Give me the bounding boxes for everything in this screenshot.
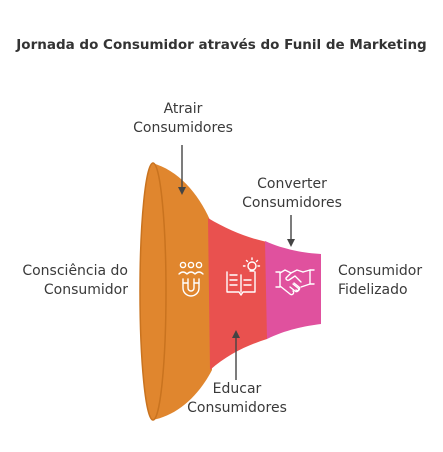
funnel-mouth bbox=[140, 163, 166, 420]
label-line: Consumidores bbox=[242, 195, 342, 211]
label-line: Consumidor bbox=[338, 263, 423, 279]
label-line: Consumidor bbox=[43, 282, 128, 298]
funnel-mouth-rim bbox=[139, 162, 167, 421]
label-line: Educar bbox=[212, 381, 262, 397]
label-line: Consumidores bbox=[187, 400, 287, 416]
label-line: Consumidores bbox=[133, 120, 233, 136]
label-line: Consciência do bbox=[22, 263, 128, 279]
magnet-people-icon bbox=[178, 261, 204, 297]
label-consciencia-consumidor: Consciência do Consumidor bbox=[14, 262, 128, 300]
handshake-icon bbox=[275, 269, 315, 296]
book-idea-icon bbox=[226, 257, 261, 296]
label-converter-consumidores: Converter Consumidores bbox=[232, 175, 352, 213]
label-line: Converter bbox=[257, 176, 327, 192]
label-line: Fidelizado bbox=[338, 282, 408, 298]
label-atrair-consumidores: Atrair Consumidores bbox=[118, 100, 248, 138]
funnel-segment-awareness bbox=[152, 163, 212, 420]
label-line: Atrair bbox=[163, 101, 203, 117]
arrow-atrair-head bbox=[178, 187, 186, 195]
label-consumidor-fidelizado: Consumidor Fidelizado bbox=[338, 262, 442, 300]
arrow-educar-head bbox=[232, 330, 240, 338]
arrow-converter-head bbox=[287, 239, 295, 247]
label-educar-consumidores: Educar Consumidores bbox=[172, 380, 302, 418]
diagram-title: Jornada do Consumidor através do Funil d… bbox=[16, 37, 427, 53]
funnel-segment-educate bbox=[208, 218, 267, 370]
